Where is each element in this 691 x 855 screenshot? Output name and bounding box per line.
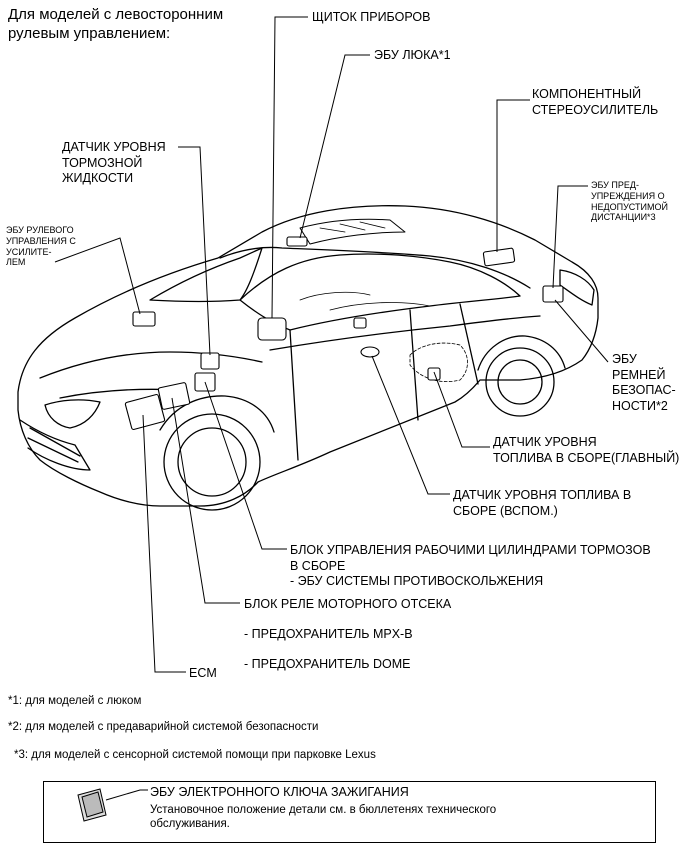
leader-brake-fluid-sensor (178, 146, 211, 356)
label-brake-fluid-sensor: ДАТЧИК УРОВНЯ ТОРМОЗНОЙ ЖИДКОСТИ (62, 140, 166, 186)
leader-distance-warning-ecu (552, 185, 588, 289)
seatbelt-ecu-part (353, 317, 367, 329)
legend-box (43, 781, 656, 843)
label-engine-relay-block: БЛОК РЕЛЕ МОТОРНОГО ОТСЕКА (244, 597, 452, 611)
rear-wheel (485, 347, 555, 417)
legend-title: ЭБУ ЭЛЕКТРОННОГО КЛЮЧА ЗАЖИГАНИЯ (150, 785, 409, 799)
engine-relay-block-part (157, 382, 191, 410)
leader-engine-relay (171, 397, 240, 604)
label-distance-warning-ecu: ЭБУ ПРЕД- УПРЕЖДЕНИЯ О НЕДОПУСТИМОЙ ДИСТ… (591, 180, 668, 223)
label-brake-actuator: БЛОК УПРАВЛЕНИЯ РАБОЧИМИ ЦИЛИНДРАМИ ТОРМ… (290, 543, 651, 589)
leader-seatbelt-ecu (554, 299, 609, 363)
footnote-3: *3: для моделей с сенсорной системой пом… (14, 749, 376, 761)
fuel-sensor-sub-part (360, 346, 380, 358)
label-sunroof-ecu: ЭБУ ЛЮКА*1 (374, 48, 451, 62)
label-ecm: ECM (189, 666, 217, 680)
footnote-1: *1: для моделей с люком (8, 695, 142, 707)
leader-instrument-panel (271, 16, 308, 319)
label-fuel-sensor-main: ДАТЧИК УРОВНЯ ТОПЛИВА В СБОРЕ(ГЛАВНЫЙ) (493, 435, 680, 465)
brake-fluid-sensor-part (200, 352, 220, 370)
stereo-amp-part (482, 247, 516, 267)
page-title: Для моделей с левосторонним рулевым упра… (8, 6, 224, 42)
label-fuel-sensor-sub: ДАТЧИК УРОВНЯ ТОПЛИВА В СБОРЕ (ВСПОМ.) (453, 488, 632, 518)
leader-brake-actuator (204, 381, 287, 550)
fuel-sensor-main-part (427, 367, 441, 381)
leader-power-steering-ecu (54, 237, 141, 315)
label-fuse-dome: - ПРЕДОХРАНИТЕЛЬ DOME (244, 657, 411, 671)
leader-ecm (142, 414, 186, 673)
power-steering-ecu-part (132, 311, 156, 327)
front-wheel (163, 413, 261, 511)
footnote-2: *2: для моделей с предаварийной системой… (8, 721, 319, 733)
ecm-part (124, 393, 166, 431)
leader-sunroof-ecu (299, 54, 370, 239)
distance-warning-ecu-part (542, 285, 564, 303)
leader-fuel-main (433, 371, 490, 448)
label-power-steering-ecu: ЭБУ РУЛЕВОГО УПРАВЛЕНИЯ С УСИЛИТЕ- ЛЕМ (6, 225, 76, 268)
label-instrument-panel: ЩИТОК ПРИБОРОВ (312, 10, 431, 24)
label-seatbelt-ecu: ЭБУ РЕМНЕЙ БЕЗОПАС- НОСТИ*2 (612, 352, 676, 413)
sunroof (299, 218, 406, 245)
instrument-panel-part (257, 317, 287, 341)
sunroof-ecu-part (286, 236, 308, 247)
label-fuse-mpx-b: - ПРЕДОХРАНИТЕЛЬ MPX-B (244, 627, 413, 641)
electronic-key-ecu-icon (77, 788, 107, 822)
leader-stereo-amp (496, 99, 530, 252)
label-stereo-amplifier: КОМПОНЕНТНЫЙ СТЕРЕОУСИЛИТЕЛЬ (532, 87, 659, 117)
legend-text: Установочное положение детали см. в бюлл… (150, 804, 497, 831)
car-body-outline (17, 205, 599, 507)
leader-fuel-sub (371, 355, 450, 495)
